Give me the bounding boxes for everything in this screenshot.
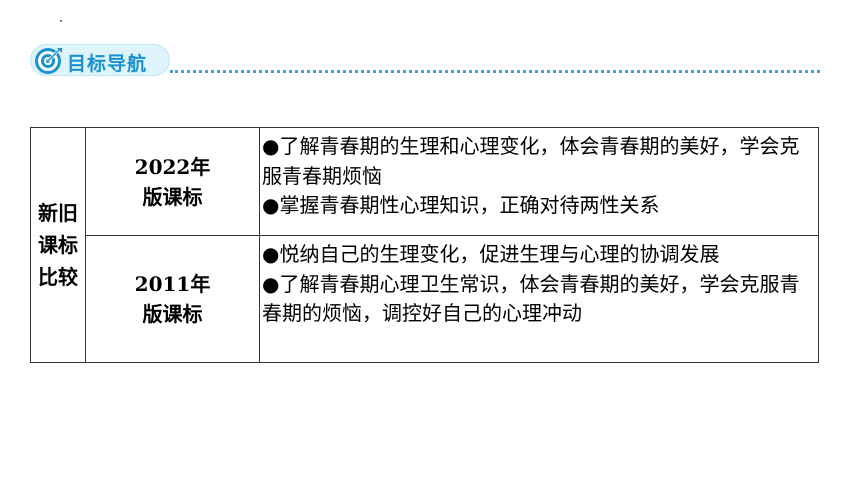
bullet-item: ●掌握青春期性心理知识，正确对待两性关系 — [262, 193, 660, 217]
standards-comparison-table: 新旧 课标 比较 2022年 版课标 ●了解青春期的生理和心理变化，体会青春期的… — [30, 127, 819, 363]
row-header-line: 课标 — [38, 233, 78, 257]
version-line: 2011年 — [134, 272, 211, 296]
version-line: 2022年 — [134, 154, 211, 179]
target-icon — [35, 48, 62, 74]
target-navigation-badge: 目标导航 — [30, 44, 170, 76]
section-header: 目标导航 — [30, 44, 820, 78]
table-row-2022: 新旧 课标 比较 2022年 版课标 ●了解青春期的生理和心理变化，体会青春期的… — [30, 127, 819, 363]
bullet-item: ●了解青春期的生理和心理变化，体会青春期的美好，学会克服青春期烦恼 — [262, 134, 800, 188]
table-row-2011: 2011年 版课标 ●悦纳自己的生理变化，促进生理与心理的协调发展 ●了解青春期… — [31, 235, 819, 363]
version-line: 版课标 — [142, 302, 203, 326]
content-cell-2011: ●悦纳自己的生理变化，促进生理与心理的协调发展 ●了解青春期心理卫生常识，体会青… — [259, 235, 819, 363]
bullet-item: ●了解青春期心理卫生常识，体会青春期的美好，学会克服青春期的烦恼，调控好自己的心… — [262, 271, 800, 326]
version-cell-2022: 2022年 版课标 — [85, 127, 260, 236]
row-header-line: 比较 — [38, 265, 78, 289]
version-cell-2011: 2011年 版课标 — [85, 235, 260, 363]
row-header-line: 新旧 — [38, 201, 78, 225]
bullet-item: ●悦纳自己的生理变化，促进生理与心理的协调发展 — [262, 242, 720, 266]
row-header-cell: 新旧 课标 比较 — [30, 127, 86, 363]
corner-dot — [60, 20, 62, 22]
dotted-divider — [170, 70, 820, 73]
content-cell-2022: ●了解青春期的生理和心理变化，体会青春期的美好，学会克服青春期烦恼 ●掌握青春期… — [259, 127, 819, 236]
badge-label: 目标导航 — [67, 53, 148, 75]
version-line: 版课标 — [142, 184, 203, 209]
